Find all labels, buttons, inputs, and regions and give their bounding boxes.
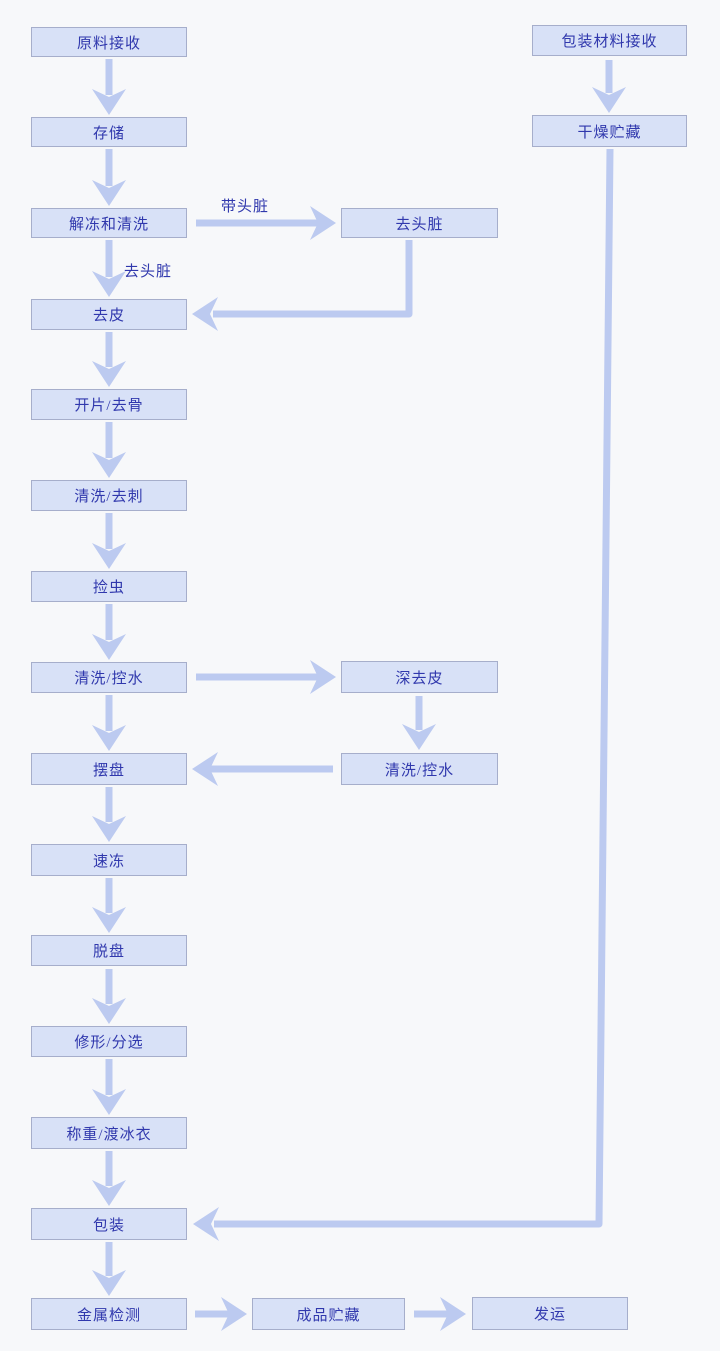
node-washing-pinbone-removal: 清洗/去刺 (31, 480, 187, 511)
node-tray-arrangement: 摆盘 (31, 753, 187, 785)
arrow-freezing-to-detraying (92, 878, 126, 933)
arrow-raw-receiving-to-storage (92, 59, 126, 115)
node-washing-draining-2: 清洗/控水 (341, 753, 498, 785)
arrow-head-removal-to-skinning (192, 240, 413, 331)
arrow-deep-skinning-to-washing-draining2 (402, 696, 436, 750)
arrow-thawing-to-head-removal (196, 206, 336, 240)
node-filleting-deboning: 开片/去骨 (31, 389, 187, 420)
arrow-washing-draining-to-tray (92, 695, 126, 751)
node-trimming-sorting: 修形/分选 (31, 1026, 187, 1057)
arrow-packaging-to-metal-detection (92, 1242, 126, 1296)
node-thawing-washing: 解冻和清洗 (31, 208, 187, 238)
arrow-detraying-to-trimming (92, 969, 126, 1024)
node-head-viscera-removal: 去头脏 (341, 208, 498, 238)
node-skinning: 去皮 (31, 299, 187, 330)
node-raw-material-receiving: 原料接收 (31, 27, 187, 57)
arrow-trimming-to-weighing (92, 1059, 126, 1115)
arrow-finished-storage-to-shipping (414, 1297, 466, 1331)
node-packaging: 包装 (31, 1208, 187, 1240)
arrow-washing-draining2-to-tray (192, 752, 333, 786)
arrow-storage-to-thawing (92, 149, 126, 206)
node-deep-skinning: 深去皮 (341, 661, 498, 693)
arrow-dry-storage-to-packaging (193, 148, 614, 1241)
node-parasite-inspection: 捡虫 (31, 571, 187, 602)
node-shipping: 发运 (472, 1297, 628, 1330)
arrow-packmat-receiving-to-dry-storage (592, 60, 626, 113)
node-packaging-material-receiving: 包装材料接收 (532, 25, 687, 56)
node-washing-draining-1: 清洗/控水 (31, 662, 187, 693)
node-quick-freezing: 速冻 (31, 844, 187, 876)
node-dry-storage: 干燥贮藏 (532, 115, 687, 147)
node-weighing-glazing: 称重/渡冰衣 (31, 1117, 187, 1149)
node-storage: 存储 (31, 117, 187, 147)
arrow-metal-detection-to-finished-storage (195, 1297, 247, 1331)
node-metal-detection: 金属检测 (31, 1298, 187, 1330)
arrow-thawing-to-skinning (92, 240, 126, 297)
edge-label-with-head-viscera: 带头脏 (221, 199, 270, 215)
arrow-washing-pinbone-to-parasite (92, 513, 126, 569)
edge-label-head-viscera-removed: 去头脏 (124, 264, 173, 280)
node-detraying: 脱盘 (31, 935, 187, 966)
arrow-parasite-to-washing-draining (92, 604, 126, 660)
arrow-washing-draining-to-deep-skinning (196, 660, 336, 694)
arrow-skinning-to-filleting (92, 332, 126, 387)
node-finished-product-storage: 成品贮藏 (252, 1298, 405, 1330)
arrow-tray-to-freezing (92, 787, 126, 842)
arrow-weighing-to-packaging (92, 1151, 126, 1206)
arrow-filleting-to-washing-pinbone (92, 422, 126, 478)
